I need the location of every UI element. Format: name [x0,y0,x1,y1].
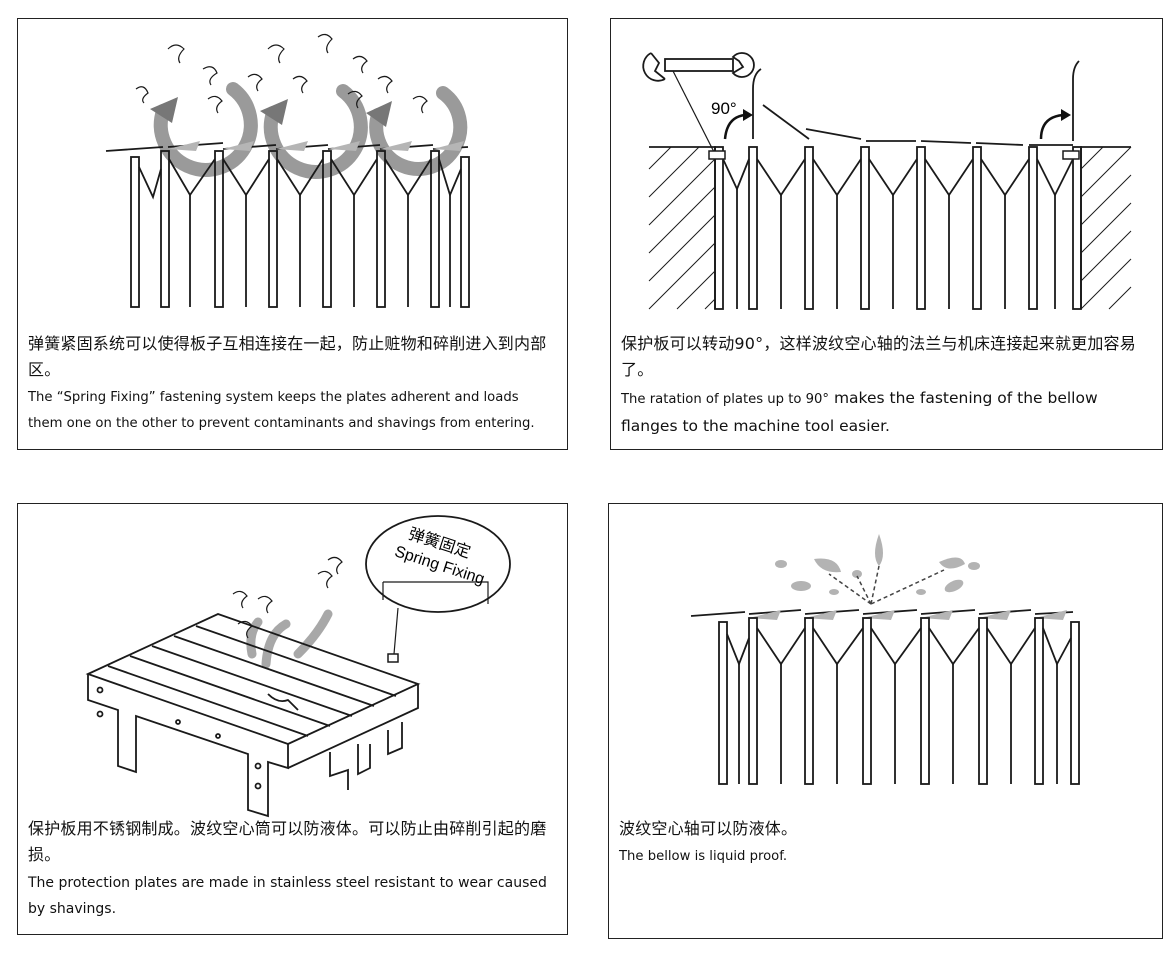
caption-en: The protection plates are made in stainl… [28,875,547,917]
liquid-illustration [690,534,1080,785]
machine-wall-left [648,146,716,310]
swirl-arrows [246,609,333,669]
panel-liquid: 波纹空心轴可以防液体。 The bellow is liquid proof. [608,503,1163,939]
machine-wall-right [1080,146,1132,310]
bellow-isometric [85,613,421,818]
panel-spring-fixing: 弹簧紧固系统可以使得板子互相连接在一起，防止赃物和碎削进入到内部区。 The “… [17,18,568,450]
caption-en-part-b: makes the fastening of the bellow flange… [621,389,1098,435]
spring-fixing-callout [365,515,511,663]
rotation-illustration: 90° [642,52,1132,310]
caption-en: The “Spring Fixing” fastening system kee… [28,390,535,431]
caption-en-part-a: The ratation of plates up to 90° [621,392,830,407]
panel-rotation: 90° 保护板可以转动90°，这样波纹空心轴的法兰与机床连接起来就更加容易了。 … [610,18,1163,450]
caption-zh: 波纹空心轴可以防液体。 [619,819,798,838]
stainless-illustration: 弹簧固定 Spring Fixing [85,515,511,818]
caption-zh: 保护板用不锈钢制成。波纹空心筒可以防液体。可以防止由碎削引起的磨损。 [28,819,547,864]
rotation-arrow [723,113,1064,140]
bolt [708,150,1080,160]
bellow-plates [690,609,1080,785]
angle-label: 90° [711,99,737,118]
caption-zh: 保护板可以转动90°，这样波纹空心轴的法兰与机床连接起来就更加容易了。 [621,334,1136,379]
shavings [135,33,428,114]
wrench-icon [642,52,755,155]
bellow-plates [105,141,470,308]
caption-en: The ratation of plates up to 90° makes t… [621,385,1152,439]
panel-stainless: 弹簧固定 Spring Fixing 保护板用不锈钢制成。波纹空心筒可以防液体。… [17,503,568,935]
liquid-drops-icon [775,534,980,595]
swirl-arrows [153,82,468,179]
caption-zh: 弹簧紧固系统可以使得板子互相连接在一起，防止赃物和碎削进入到内部区。 [28,334,547,379]
spring-fixing-illustration [105,33,470,308]
caption-en: The bellow is liquid proof. [619,849,788,864]
bellow-plates [714,60,1082,310]
